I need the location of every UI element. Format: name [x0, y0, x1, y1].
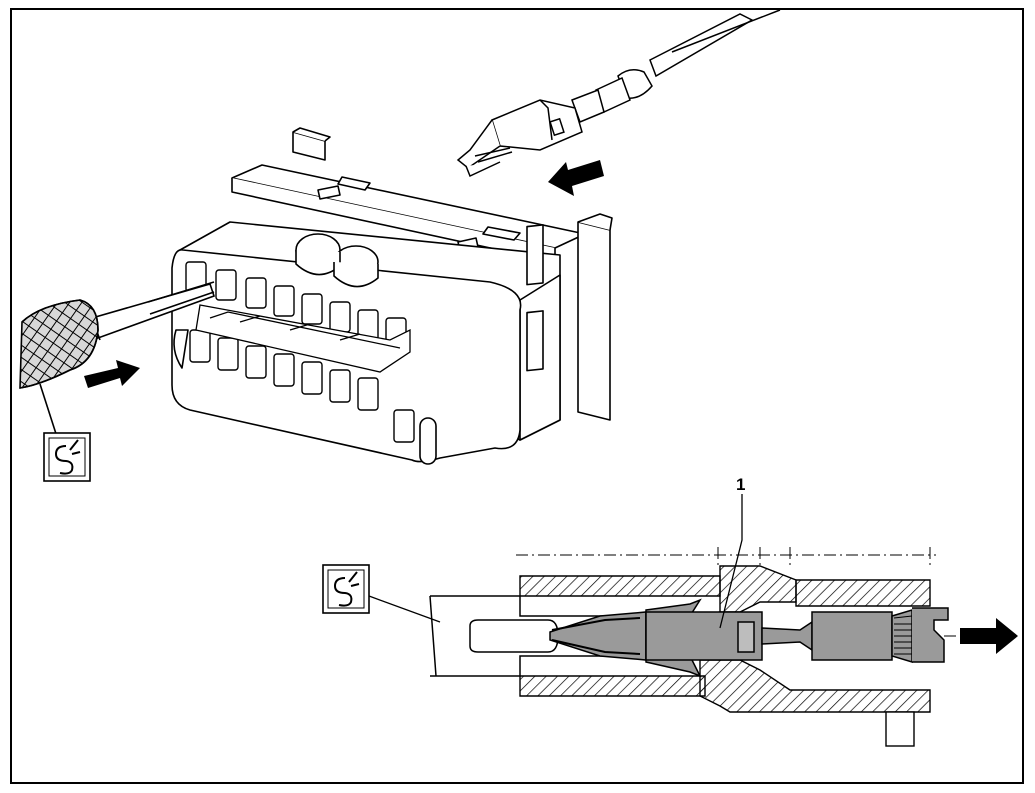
obd-connector — [171, 127, 613, 465]
terminal-with-wire — [456, 9, 781, 178]
release-tool-upper — [19, 281, 216, 441]
extract-terminal-arrow — [960, 618, 1018, 654]
tool-symbol-icon — [43, 432, 91, 482]
cavity-ribs — [195, 304, 411, 373]
cross-section — [322, 494, 1000, 747]
insert-terminal-arrow — [548, 160, 604, 196]
cavity-row-upper — [185, 261, 407, 349]
insert-tool-arrow — [84, 360, 140, 388]
cavity-row-lower — [189, 329, 415, 443]
callout-1: 1 — [736, 475, 745, 494]
figure-frame — [10, 8, 1024, 784]
tool-symbol-icon-lower — [322, 564, 441, 623]
